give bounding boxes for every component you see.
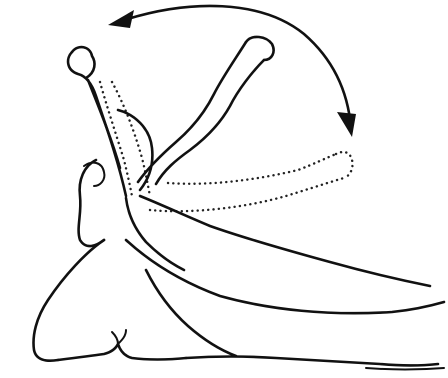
left-arm-inner (88, 80, 120, 168)
motion-arrow-arc (118, 6, 351, 128)
dotted-arm-lower-top (168, 154, 336, 184)
torso-bottom (126, 240, 444, 313)
arrowhead-right-icon (337, 112, 356, 137)
right-arm-inner (156, 60, 264, 184)
hip-outline (34, 240, 104, 361)
right-fist (246, 37, 274, 60)
dotted-arm-positions (100, 82, 353, 211)
leg-outline (186, 357, 438, 366)
figure-outline (34, 37, 444, 370)
motion-arrow (108, 6, 356, 137)
chest-line (126, 198, 184, 270)
buttock-outline (58, 344, 186, 360)
dotted-hand (336, 152, 353, 178)
floor-line (366, 368, 444, 370)
arrowhead-left-icon (108, 10, 134, 28)
buttock-crease (112, 330, 126, 344)
head-outline (118, 110, 152, 190)
right-arm-outer (138, 42, 246, 182)
shoulder-outline (79, 160, 104, 246)
torso-top (140, 196, 430, 286)
left-arm (68, 52, 126, 196)
